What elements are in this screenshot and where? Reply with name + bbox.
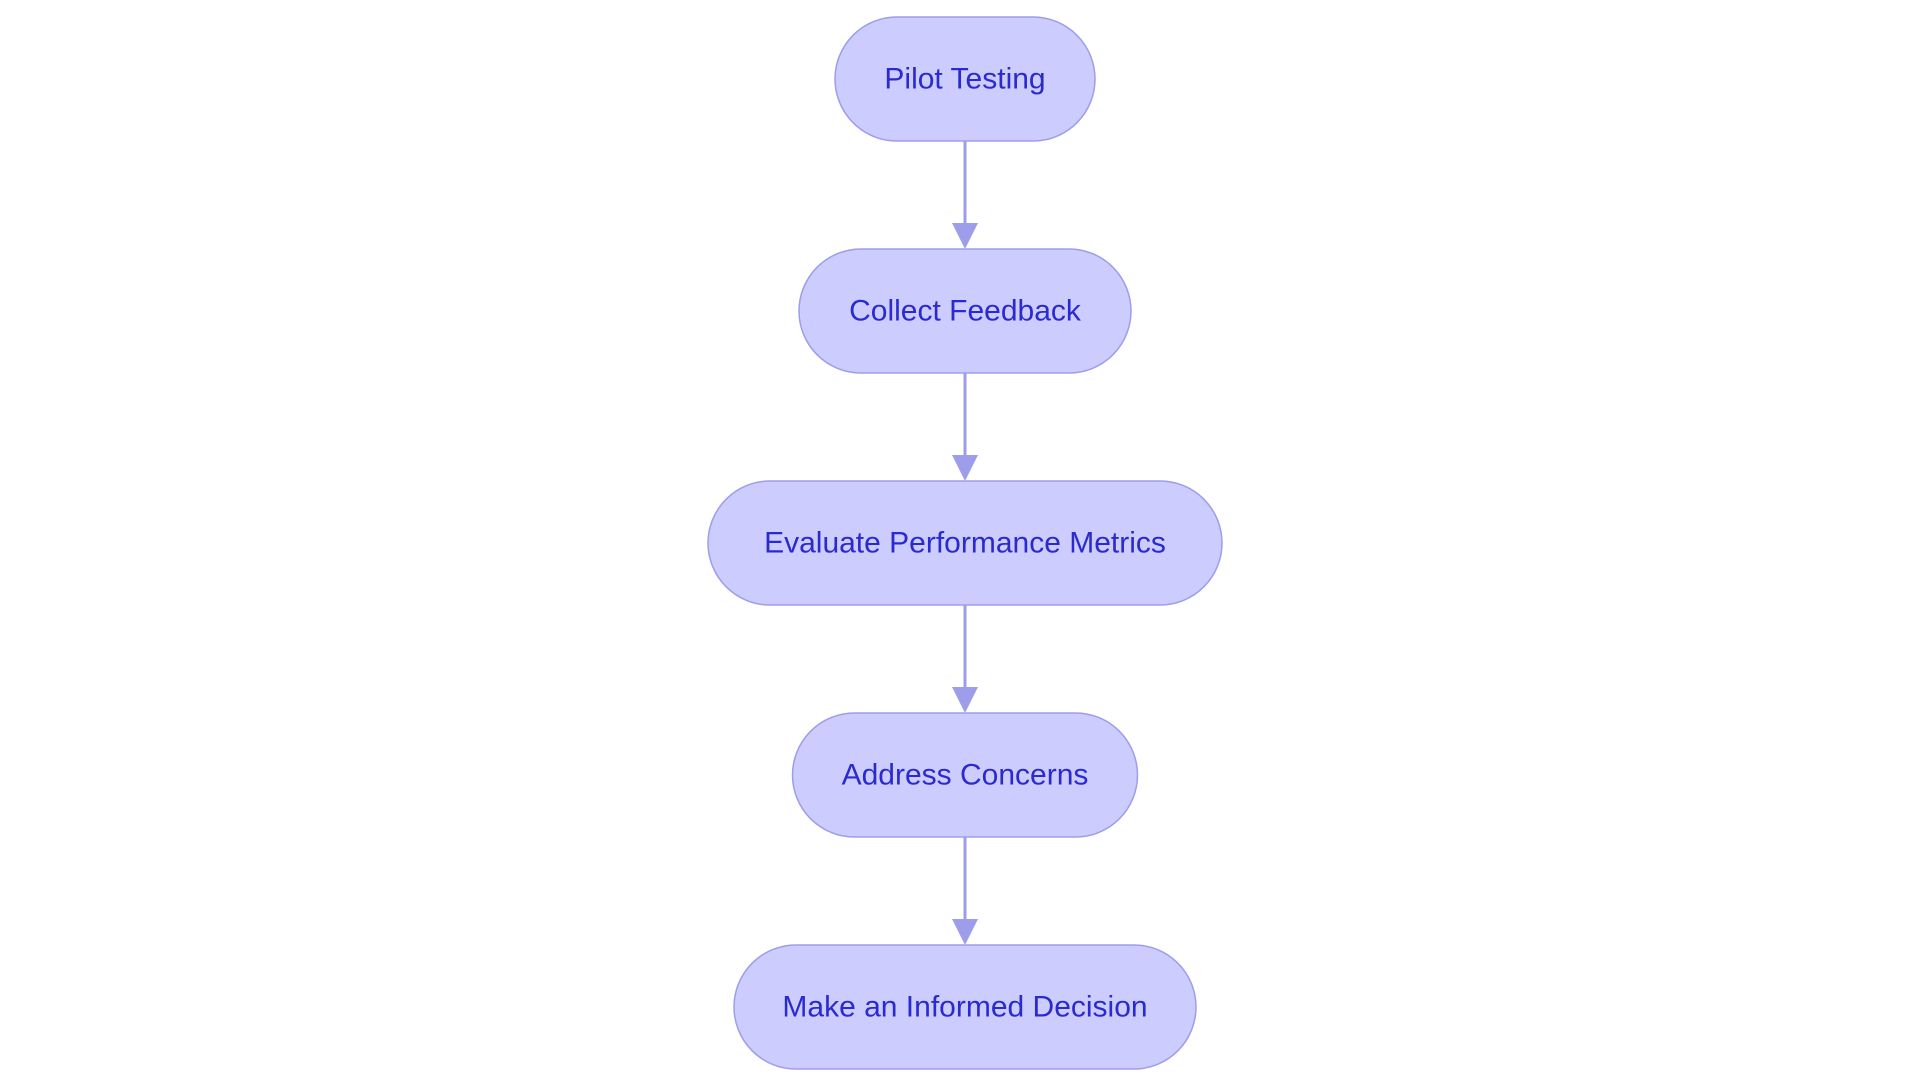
- node-label: Make an Informed Decision: [782, 991, 1147, 1024]
- node-shape: [798, 248, 1132, 374]
- arrowhead-icon: [952, 455, 978, 481]
- node-label: Collect Feedback: [849, 295, 1082, 328]
- node-pilot: Pilot Testing: [834, 16, 1096, 142]
- arrowhead-icon: [952, 919, 978, 945]
- node-metrics: Evaluate Performance Metrics: [707, 480, 1223, 606]
- node-decision: Make an Informed Decision: [733, 944, 1197, 1070]
- node-label: Address Concerns: [842, 759, 1089, 792]
- edge-feedback-to-metrics: [952, 373, 978, 481]
- node-shape: [733, 944, 1197, 1070]
- node-feedback: Collect Feedback: [798, 248, 1132, 374]
- edges: [952, 141, 978, 945]
- node-shape: [707, 480, 1223, 606]
- node-label: Evaluate Performance Metrics: [764, 527, 1166, 560]
- node-concerns: Address Concerns: [791, 712, 1139, 838]
- edge-metrics-to-concerns: [952, 605, 978, 713]
- node-shape: [791, 712, 1139, 838]
- edge-concerns-to-decision: [952, 837, 978, 945]
- node-label: Pilot Testing: [884, 63, 1045, 96]
- edge-pilot-to-feedback: [952, 141, 978, 249]
- arrowhead-icon: [952, 223, 978, 249]
- node-shape: [834, 16, 1096, 142]
- arrowhead-icon: [952, 687, 978, 713]
